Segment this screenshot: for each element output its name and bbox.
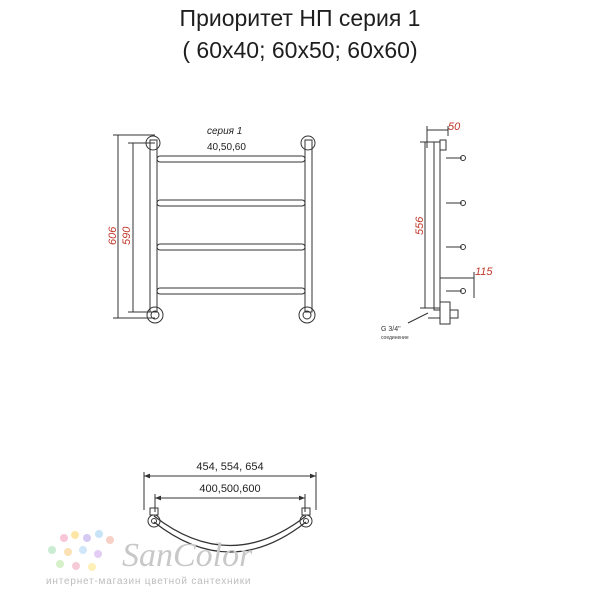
front-view [113, 134, 316, 324]
logo-dot [71, 531, 79, 539]
logo-dot [56, 560, 64, 568]
depth-top-label: 50 [448, 121, 461, 133]
rung [156, 199, 306, 207]
logo-dot [60, 534, 68, 542]
logo-dot [48, 546, 56, 554]
bottom-left-fitting [146, 306, 164, 324]
drawing-title: Приоритет НП серия 1 [179, 5, 421, 31]
logo-dot [95, 530, 103, 538]
logo-dot [94, 550, 102, 558]
curved-rung [153, 515, 307, 547]
inner-width-label: 400,500,600 [199, 483, 260, 495]
thread-label: G 3/4" [381, 326, 401, 333]
height-outer-label: 606 [107, 226, 119, 245]
top-left-cap [145, 135, 161, 151]
logo-dot [88, 563, 96, 571]
right-rail [304, 139, 313, 313]
logo-dot [106, 536, 114, 544]
height-inner-label: 590 [121, 226, 133, 245]
brand-logo: SanColor интернет-магазин цветной сантех… [46, 530, 253, 587]
depth-bottom-label: 115 [475, 266, 493, 278]
width-label: 40,50,60 [207, 142, 246, 153]
right-end-fitting [299, 514, 313, 528]
drawing-subtitle: ( 60х40; 60х50; 60х60) [182, 37, 418, 63]
brand-tagline: интернет-магазин цветной сантехники [46, 576, 251, 587]
brand-name: SanColor [122, 537, 253, 574]
rung [156, 155, 306, 163]
series-label: серия 1 [207, 126, 242, 137]
outer-width-label: 454, 554, 654 [196, 461, 263, 473]
side-height-label: 556 [414, 216, 426, 235]
left-rail [149, 139, 158, 313]
logo-dot [83, 534, 91, 542]
left-end-fitting [147, 514, 161, 528]
logo-dot [72, 562, 80, 570]
side-rail [433, 141, 441, 311]
top-right-cap [300, 135, 316, 151]
logo-dot [79, 546, 87, 554]
side-view [407, 126, 475, 325]
bottom-right-fitting [298, 306, 316, 324]
rung [156, 243, 306, 251]
top-view [143, 472, 317, 553]
connection-note: соединение [381, 335, 409, 341]
logo-dot [64, 548, 72, 556]
rung [156, 287, 306, 295]
